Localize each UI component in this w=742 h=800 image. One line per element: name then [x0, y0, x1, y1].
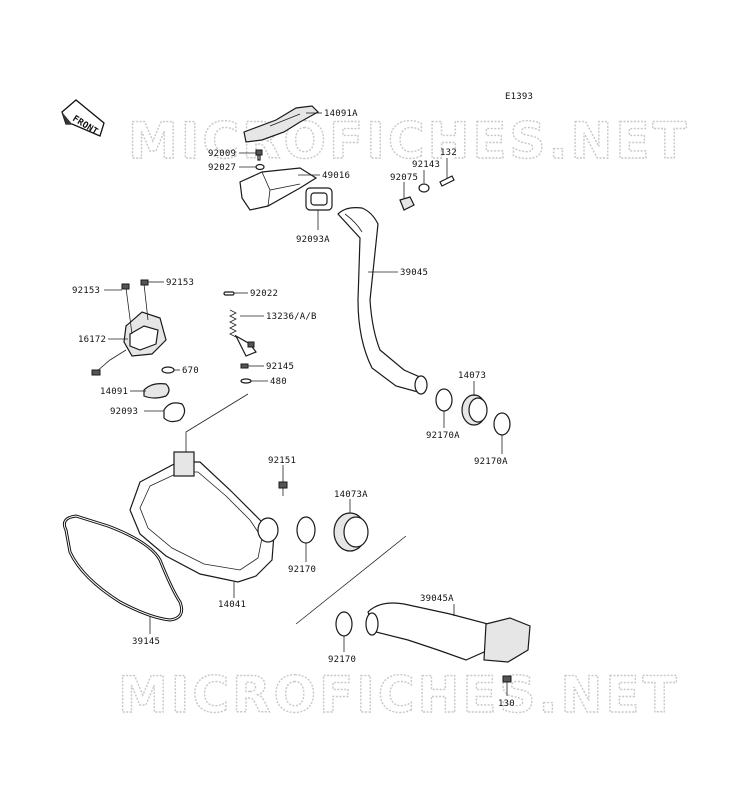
belt-39145[interactable]	[62, 514, 184, 622]
label-92075: 92075	[390, 173, 418, 183]
label-14073A: 14073A	[334, 490, 368, 500]
label-14091A: 14091A	[324, 109, 358, 119]
ring-480[interactable]	[240, 378, 252, 384]
bolt-92153-left[interactable]	[121, 283, 133, 335]
cap-14091[interactable]	[143, 383, 170, 399]
filter-housing[interactable]	[239, 167, 318, 211]
diagram-code: E1393	[505, 92, 533, 102]
bolt-130[interactable]	[502, 675, 512, 692]
watermark-bottom: MICROFICHES.NET	[118, 666, 680, 724]
label-92170A-right: 92170A	[474, 457, 508, 467]
duct-39045A[interactable]	[365, 602, 531, 663]
label-92093: 92093	[110, 407, 138, 417]
bolt-92151[interactable]	[278, 481, 288, 496]
seal-92093A[interactable]	[305, 187, 333, 211]
label-39045: 39045	[400, 268, 428, 278]
clamp-92170A-left[interactable]	[435, 388, 453, 412]
clip-92022[interactable]	[223, 291, 235, 296]
label-92151: 92151	[268, 456, 296, 466]
label-49016: 49016	[322, 171, 350, 181]
label-92170-lower: 92170	[328, 655, 356, 665]
label-92145: 92145	[266, 362, 294, 372]
label-480: 480	[270, 377, 287, 387]
label-130: 130	[498, 699, 515, 709]
label-92009: 92009	[208, 149, 236, 159]
cover-14091A[interactable]	[243, 105, 319, 143]
label-39145: 39145	[132, 637, 160, 647]
label-92153-right: 92153	[166, 278, 194, 288]
label-14073: 14073	[458, 371, 486, 381]
front-arrow-icon: FRONT	[61, 99, 105, 138]
leader-480	[185, 393, 249, 456]
label-92143: 92143	[412, 160, 440, 170]
seal-92093[interactable]	[163, 402, 186, 423]
clamp-92170-lower[interactable]	[335, 611, 353, 637]
sleeve-14073[interactable]	[461, 394, 488, 426]
label-92170-upper: 92170	[288, 565, 316, 575]
label-14041: 14041	[218, 600, 246, 610]
label-92170A-left: 92170A	[426, 431, 460, 441]
duct-39045[interactable]	[337, 207, 428, 395]
label-132: 132	[440, 148, 457, 158]
clamp-92170A-right[interactable]	[493, 412, 511, 436]
grommet-92143[interactable]	[418, 183, 430, 193]
label-92027: 92027	[208, 163, 236, 173]
actuator-16172[interactable]	[91, 311, 167, 376]
washer-92027[interactable]	[255, 163, 265, 171]
label-16172: 16172	[78, 335, 106, 345]
bolt-92153-right[interactable]	[140, 279, 149, 321]
label-92093A: 92093A	[296, 235, 330, 245]
clamp-92170-upper[interactable]	[296, 516, 316, 544]
label-92153-left: 92153	[72, 286, 100, 296]
bolt-92009[interactable]	[255, 149, 263, 161]
label-92022: 92022	[250, 289, 278, 299]
sleeve-14073A[interactable]	[333, 512, 369, 552]
spring-13236[interactable]	[229, 309, 257, 357]
ring-670[interactable]	[161, 366, 175, 374]
label-13236: 13236/A/B	[266, 312, 317, 322]
leader-sleeve-duct	[295, 535, 407, 625]
bolt-132[interactable]	[439, 175, 455, 187]
cover-14041[interactable]	[129, 451, 279, 583]
label-39045A: 39045A	[420, 594, 454, 604]
nut-92075[interactable]	[399, 196, 415, 211]
washer-92145[interactable]	[240, 363, 249, 369]
label-670: 670	[182, 366, 199, 376]
watermark-top: MICROFICHES.NET	[128, 112, 690, 170]
label-14091: 14091	[100, 387, 128, 397]
